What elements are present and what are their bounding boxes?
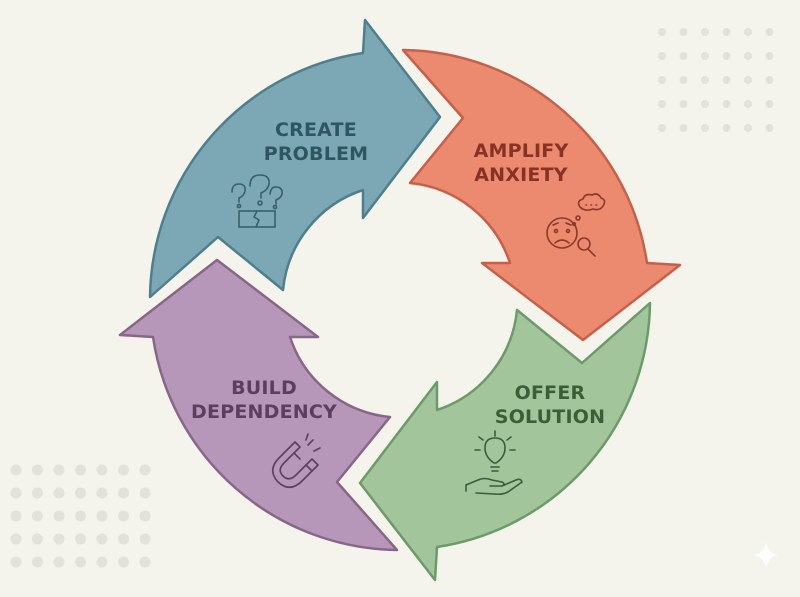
decorative-dot — [32, 464, 43, 476]
decorative-dot — [765, 76, 774, 84]
decorative-dot — [118, 533, 129, 545]
decorative-dot — [75, 556, 86, 568]
label-offer-solution: OFFER SOLUTION — [495, 381, 605, 429]
decorative-dot — [765, 52, 774, 60]
decorative-dot — [701, 76, 709, 84]
decorative-dot — [679, 100, 688, 108]
decorative-dot — [32, 487, 43, 499]
decorative-dot — [96, 464, 108, 476]
decorative-dot — [139, 510, 151, 522]
decorative-dot — [118, 487, 129, 499]
label-line: PROBLEM — [263, 143, 369, 165]
decorative-dot — [53, 510, 65, 522]
decorative-dot — [53, 533, 65, 545]
decorative-dot — [679, 52, 688, 60]
decorative-dot — [722, 76, 731, 84]
sparkle-icon — [754, 542, 778, 568]
decorative-dot — [744, 52, 752, 60]
decorative-dot — [765, 28, 774, 36]
decorative-dot — [75, 464, 86, 476]
decorative-dot — [139, 556, 151, 568]
arrow-offer-solution — [358, 301, 652, 582]
decorative-dot — [53, 487, 65, 499]
decorative-dot — [722, 100, 731, 108]
hand-lightbulb-icon — [465, 430, 523, 496]
decorative-dot — [118, 510, 129, 522]
decorative-dot — [658, 124, 666, 132]
decorative-dot — [10, 464, 22, 476]
label-build-dependency: BUILD DEPENDENCY — [191, 376, 337, 424]
decorative-dot — [722, 52, 731, 60]
label-amplify-anxiety: AMPLIFY ANXIETY — [474, 139, 569, 187]
decorative-dot — [75, 510, 86, 522]
decorative-dot — [96, 510, 108, 522]
decorative-dot — [701, 52, 709, 60]
decorative-dot — [32, 533, 43, 545]
worried-face-magnifier-icon — [546, 193, 606, 257]
decorative-dot — [53, 556, 65, 568]
decorative-dot — [53, 464, 65, 476]
decorative-dot — [118, 556, 129, 568]
decorative-dot — [744, 28, 752, 36]
arrow-amplify-anxiety — [401, 48, 682, 342]
decorative-dot — [765, 124, 774, 132]
decorative-dot — [679, 124, 688, 132]
label-line: OFFER — [514, 382, 586, 404]
decorative-dot — [744, 124, 752, 132]
question-marks-broken-box-icon — [231, 174, 283, 228]
label-line: ANXIETY — [474, 164, 568, 186]
decorative-dot — [96, 487, 108, 499]
decorative-dot — [10, 533, 22, 545]
decorative-dot — [658, 76, 666, 84]
decorative-dot — [32, 556, 43, 568]
decorative-dot — [139, 533, 151, 545]
decorative-dot — [658, 100, 666, 108]
decorative-dot — [658, 52, 666, 60]
decorative-dot — [96, 556, 108, 568]
label-create-problem: CREATE PROBLEM — [264, 118, 369, 166]
decorative-dot — [744, 100, 752, 108]
label-line: SOLUTION — [494, 406, 606, 428]
decorative-dot — [10, 556, 22, 568]
decorative-dot — [722, 28, 731, 36]
decorative-dot — [765, 100, 774, 108]
label-line: CREATE — [275, 119, 357, 141]
decorative-dot — [701, 124, 709, 132]
decorative-dot — [658, 28, 666, 36]
decorative-dot — [722, 124, 731, 132]
decorative-dot — [701, 100, 709, 108]
decorative-dot — [679, 76, 688, 84]
decorative-dot — [139, 464, 151, 476]
decorative-dot — [679, 28, 688, 36]
label-line: BUILD — [231, 377, 297, 399]
decorative-dots-top-right — [658, 28, 774, 132]
decorative-dot — [96, 533, 108, 545]
decorative-dot — [10, 487, 22, 499]
decorative-dot — [75, 487, 86, 499]
decorative-dot — [10, 510, 22, 522]
decorative-dot — [32, 510, 43, 522]
label-line: DEPENDENCY — [191, 401, 337, 423]
decorative-dot — [139, 487, 151, 499]
label-line: AMPLIFY — [473, 140, 569, 162]
decorative-dot — [75, 533, 86, 545]
magnet-icon — [271, 433, 321, 489]
decorative-dot — [701, 28, 709, 36]
decorative-dots-bottom-left — [10, 464, 151, 568]
decorative-dot — [118, 464, 129, 476]
decorative-dot — [744, 76, 752, 84]
